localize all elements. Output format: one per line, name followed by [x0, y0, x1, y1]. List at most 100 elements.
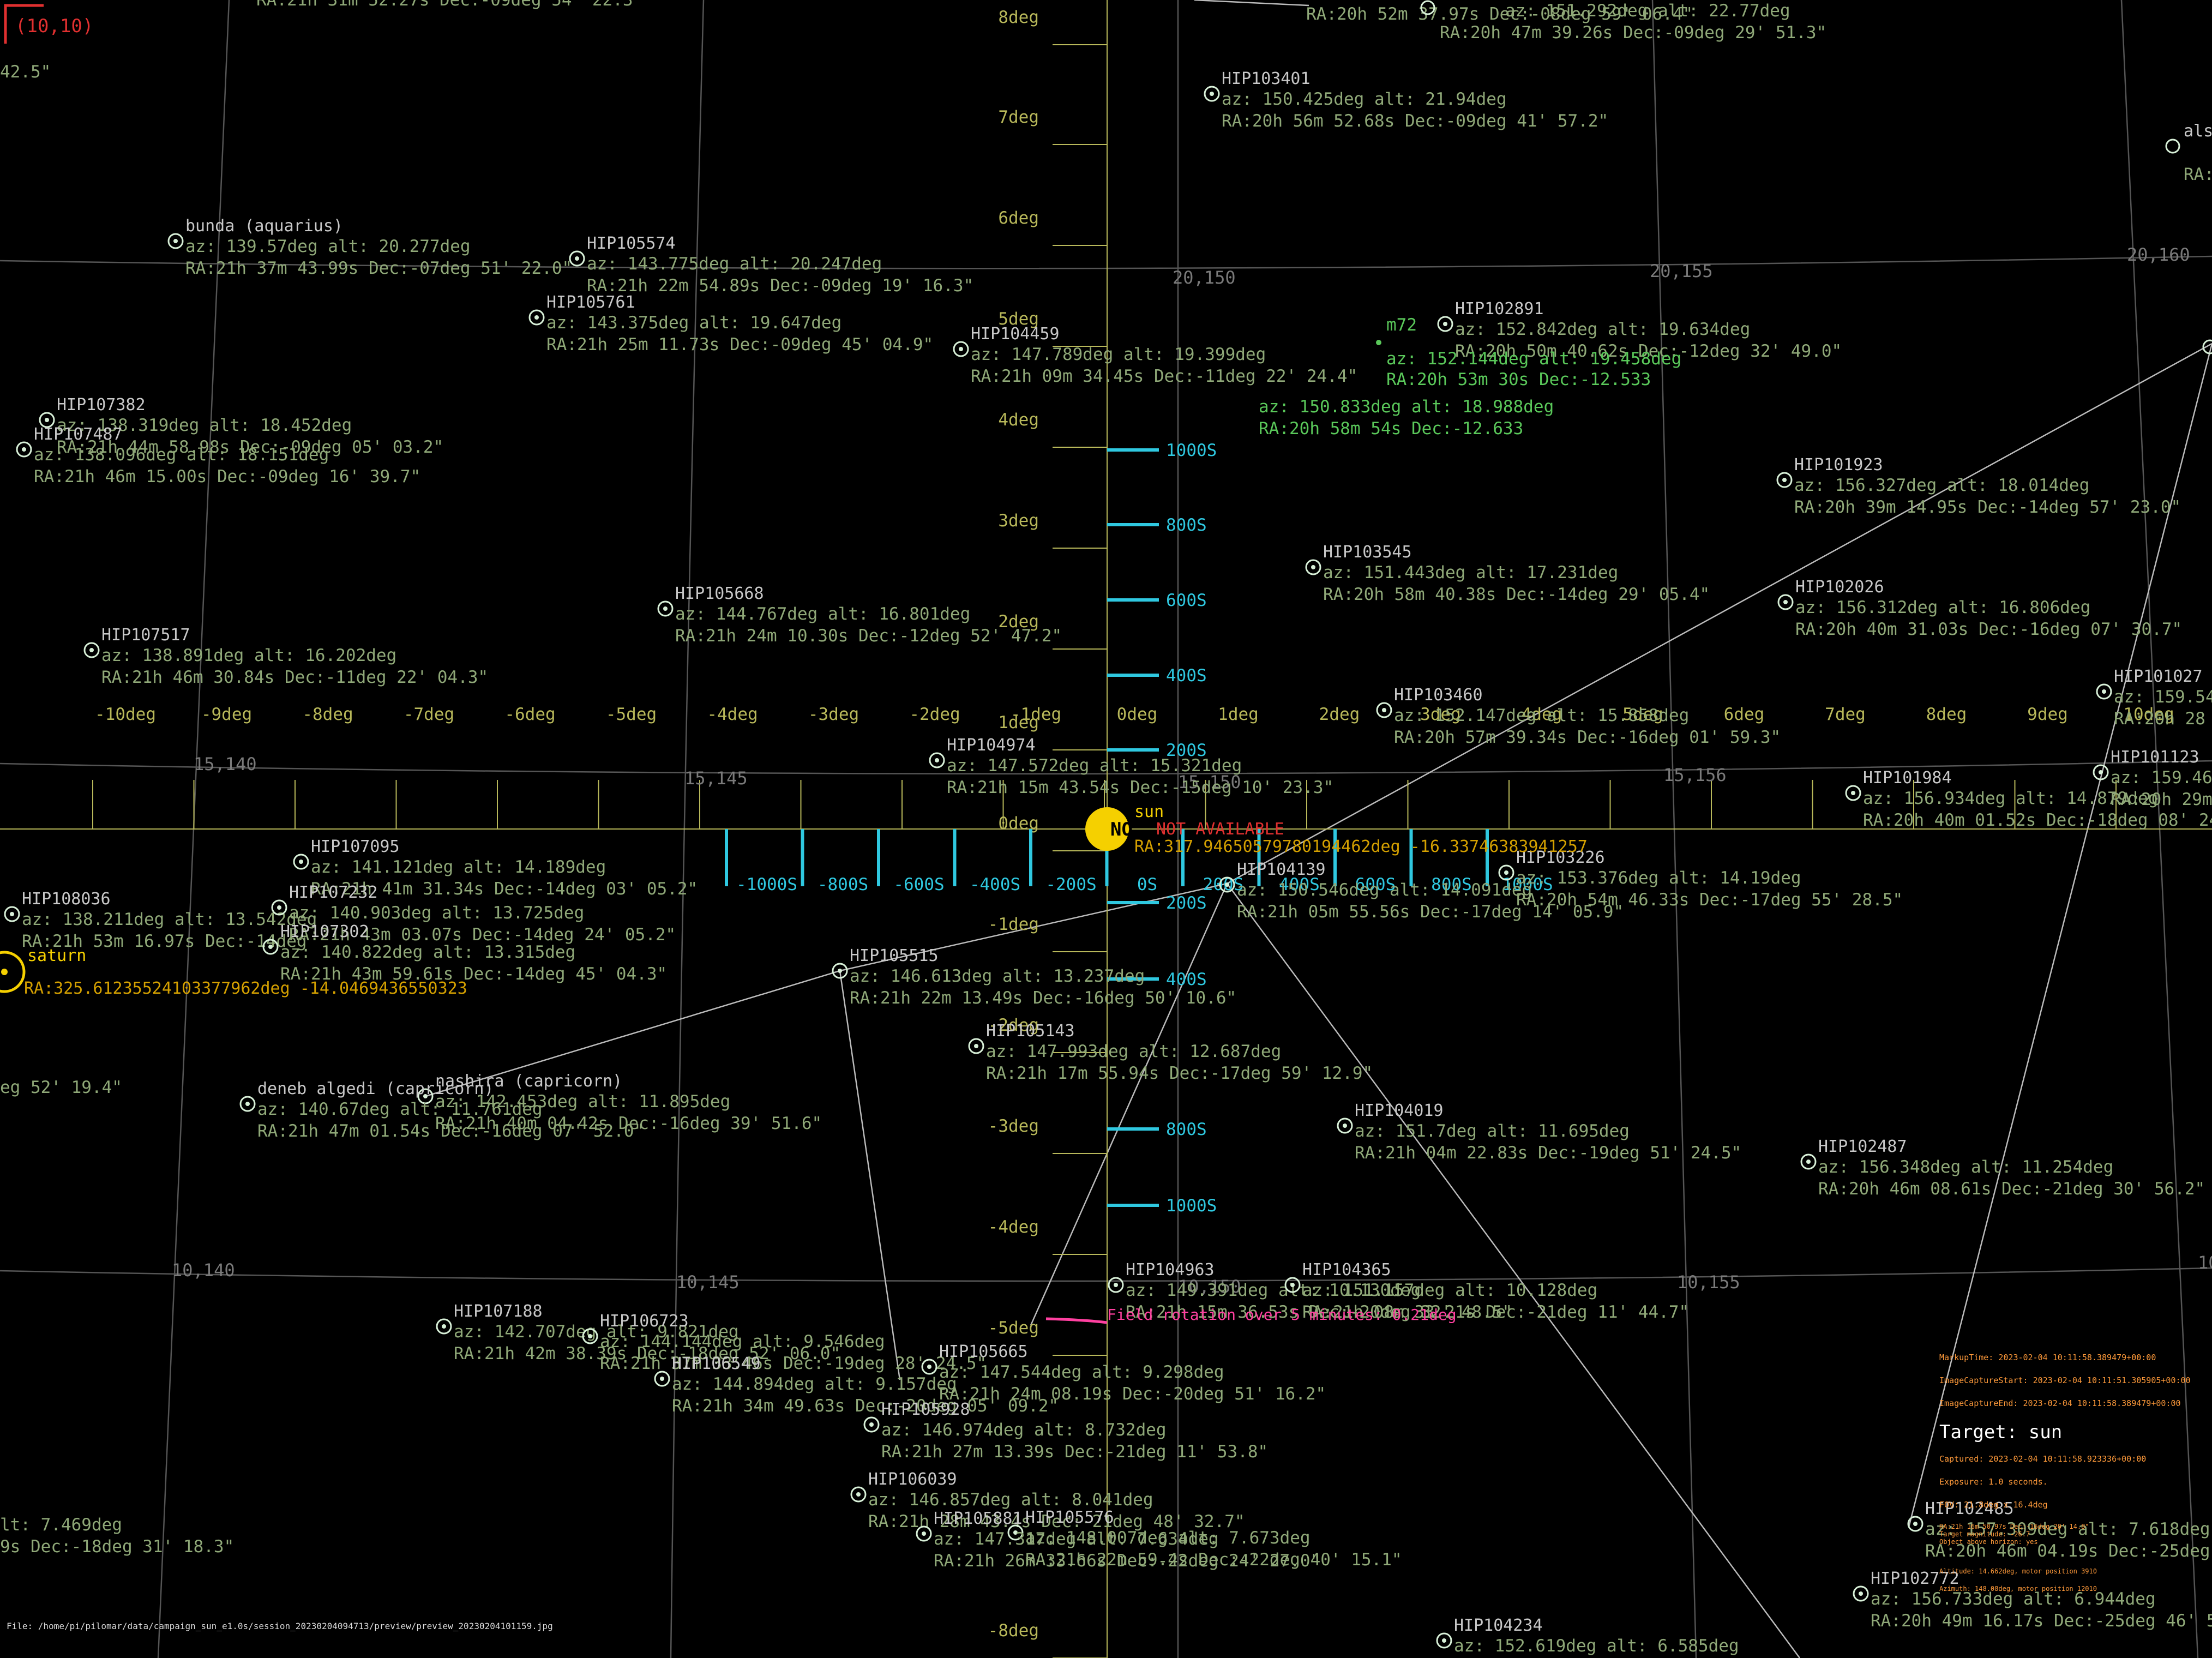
star-center [959, 347, 963, 351]
grid-line [670, 0, 705, 1658]
object-az-text: az: 152.842deg alt: 19.634deg [1455, 320, 1750, 339]
object-ra-text: RA:20h 58m 40.38s Dec:-14deg 29' 05.4" [1323, 585, 1710, 604]
object-ra-text: RA:21h 04m 22.83s Dec:-19deg 51' 24.5" [1355, 1143, 1741, 1163]
horizontal-scale: -10deg-9deg-8deg-7deg-6deg-5deg-4deg-3de… [92, 705, 2174, 829]
object-az-text: az: 146.613deg alt: 13.237deg [850, 966, 1145, 986]
hud-exposure: Exposure: 1.0 seconds. [1939, 1477, 2048, 1487]
object-name: HIP103460 [1394, 686, 1483, 705]
grid-label: 10,150 [1178, 1276, 1241, 1297]
star-icon [657, 600, 674, 617]
constellation-line [425, 970, 840, 1097]
star-icon [1436, 1632, 1452, 1649]
star-icon [921, 1359, 937, 1375]
planet-center [1, 969, 8, 975]
star-center [1504, 870, 1508, 875]
object-ra-text: RA:20h 54m 46.33s Dec:-17deg 55' 28.5" [1516, 890, 1903, 910]
object-az-text: az: 149.391deg alt: 10.130deg [1126, 1281, 1421, 1300]
object-az-text: az: 159.466 [2111, 768, 2212, 788]
star-center [1442, 1638, 1446, 1643]
object-name: HIP102485 [1925, 1499, 2014, 1518]
object-ra-text: RA:20h 46m 04.19s Dec:-25deg [1925, 1541, 2210, 1561]
v-scale-label: -3deg [988, 1116, 1039, 1136]
object-ra-text: RA:20h 57m 39.34s Dec:-16deg 01' 59.3" [1394, 728, 1781, 747]
sun-status: NOT AVAILABLE [1156, 820, 1284, 839]
corner-marker: (10,10) [4, 4, 93, 44]
star-center [299, 860, 303, 864]
star-icon [953, 341, 969, 357]
corner-bracket-icon [4, 4, 44, 44]
h-scale-label: -4deg [707, 705, 758, 724]
h-scale-label: -5deg [606, 705, 657, 724]
object-name: HIP106039 [868, 1470, 957, 1489]
h-scale-label: 10deg [2123, 705, 2174, 724]
object-az-text: az: 138.096deg alt: 18.151deg [34, 445, 329, 465]
object-ra-text: RA:20h 46m 08.61s Dec:-21deg 30' 56.2" [1818, 1179, 2205, 1199]
object-name: HIP107188 [454, 1302, 543, 1321]
star-center [1806, 1160, 1811, 1164]
h-scale-label: -10deg [95, 705, 156, 724]
star-center [1343, 1124, 1347, 1128]
star-icon [1776, 472, 1793, 488]
star-center [922, 1531, 926, 1536]
h-scale-label: -3deg [808, 705, 859, 724]
star-icon [4, 906, 20, 922]
constellation-line [1908, 343, 2212, 1528]
object-name: HIP103545 [1323, 543, 1412, 562]
star-center [1382, 708, 1386, 712]
star-center [856, 1492, 861, 1497]
star-center [22, 447, 26, 452]
object-ra-text: RA:21h 22m 59.4s Dec:-22deg 40' 15.1" [1025, 1550, 1402, 1570]
hud-radec: RA:21h 16m 50.97s Dec:-16deg 20' 14.8" [1939, 1523, 2089, 1530]
sun-target: NO sun NOT AVAILABLE RA:317.946505797801… [1085, 802, 1588, 856]
hud-fov: FOV: 21.8deg x 16.4deg [1939, 1500, 2048, 1510]
object-name: HIP101027 [2114, 667, 2203, 686]
grid-label: 15,156 [1663, 765, 1727, 785]
object-az-text: az: 142.453deg alt: 11.895deg [435, 1092, 730, 1112]
star-icon [968, 1038, 984, 1054]
cluster-icon [1376, 340, 1381, 345]
object-az-text: az: 146.974deg alt: 8.732deg [881, 1420, 1167, 1440]
star-center [45, 418, 49, 422]
object-az-text: az: 156.348deg alt: 11.254deg [1818, 1157, 2113, 1177]
object-name: saturn [27, 946, 86, 965]
star-icon [1305, 559, 1321, 575]
object-name: m72 [1386, 315, 1417, 335]
object-ra-text: RA:21h 27m 13.39s Dec:-21deg 11' 53.8" [881, 1442, 1268, 1462]
star-center [588, 1334, 592, 1338]
object-az-text: az: 144.767deg alt: 16.801deg [675, 604, 970, 624]
catalog-object: deneb algedi (capricorn)az: 140.67deg al… [239, 1079, 644, 1141]
h-scale-label: 3deg [1420, 705, 1461, 724]
star-center [927, 1365, 931, 1369]
star-icon [929, 752, 945, 768]
star-icon [569, 250, 585, 267]
object-az-text: az: 157.309deg alt: 7.618deg [1925, 1519, 2210, 1539]
star-icon [1845, 785, 1861, 801]
star-center [173, 239, 178, 243]
object-ra-text: RA:21h 47m 01.54s Dec:-16deg 07' 52.0" [257, 1121, 644, 1141]
star-center [660, 1377, 664, 1381]
hud-altitude: Altitude: 14.662deg, motor position 3910 [1939, 1567, 2097, 1575]
h-scale-label: -6deg [504, 705, 555, 724]
object-az-text: az: 150.546deg alt: 14.091deg [1237, 880, 1532, 900]
star-icon [167, 233, 184, 249]
grid-label: 20,155 [1650, 261, 1713, 281]
object-az-text: az: 150.833deg alt: 18.988deg [1259, 397, 1554, 417]
